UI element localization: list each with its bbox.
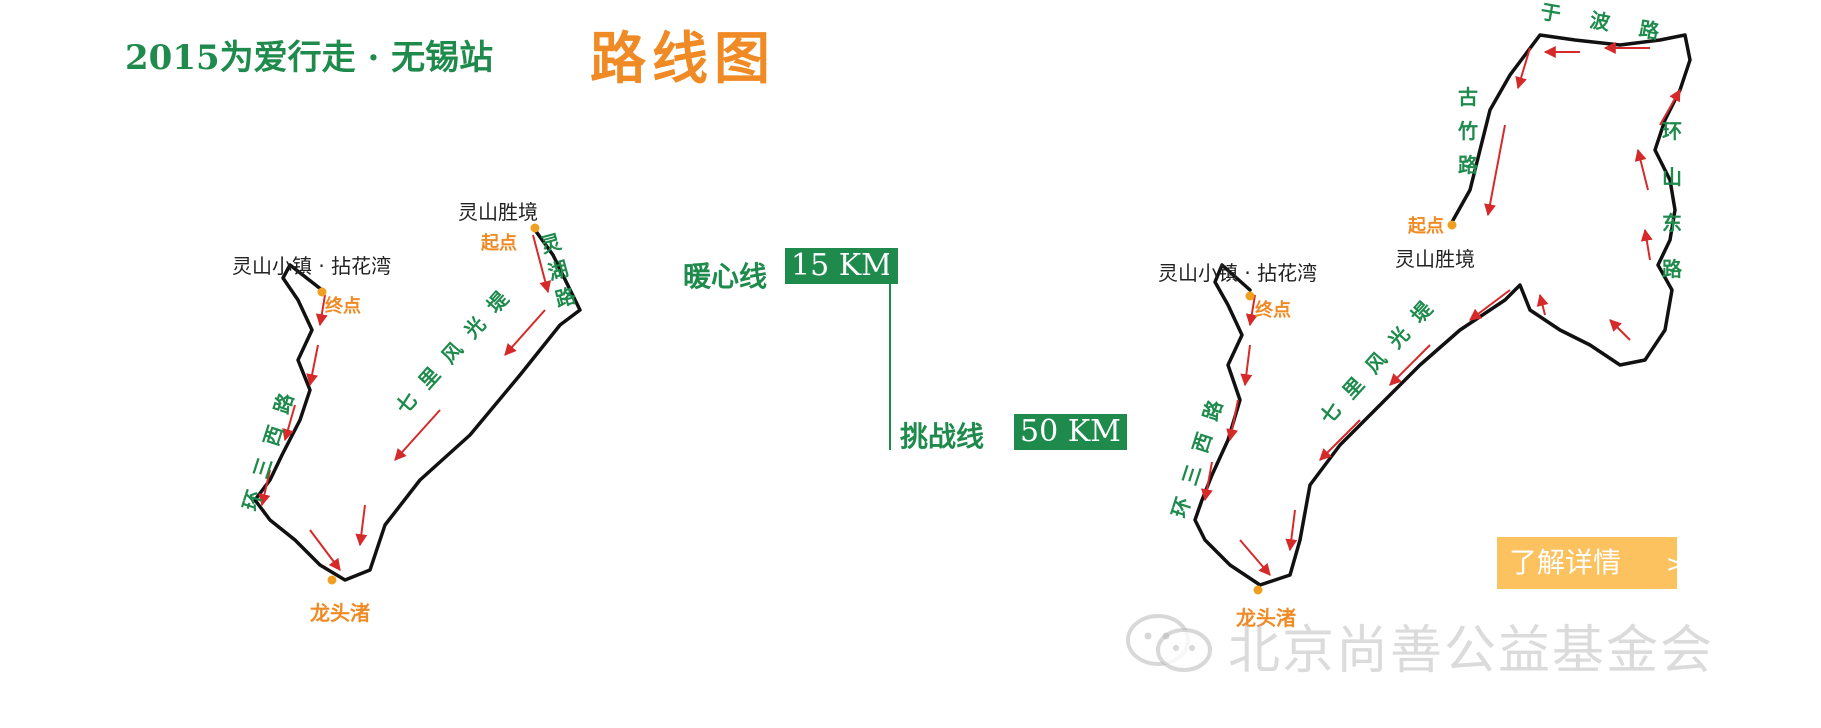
right-start-marker: 起点 [1408, 216, 1444, 237]
left-end-dot [317, 287, 327, 297]
right-start-dot [1447, 220, 1457, 230]
right-road-huanshandong: 环山东路 [1662, 119, 1682, 281]
right-turn-dot [1253, 585, 1263, 595]
left-end-marker: 终点 [325, 296, 361, 317]
left-start-dot [530, 223, 540, 233]
left-route-line [253, 228, 582, 582]
left-turn-dot [327, 575, 337, 585]
right-turn-point: 龙头渚 [1236, 606, 1296, 630]
page-title: 2015为爱行走 · 无锡站 [125, 38, 494, 78]
right-end-dot [1245, 291, 1255, 301]
detail-button-label: 了解详情 [1509, 546, 1622, 579]
route-short-name: 暖心线 [683, 260, 768, 293]
route-short-distance: 15 KM [785, 248, 898, 284]
detail-button[interactable]: 了解详情 > [1497, 537, 1686, 589]
left-direction-arrows [258, 234, 552, 571]
wechat-icon [1126, 614, 1212, 672]
left-turn-point: 龙头渚 [310, 601, 370, 625]
chevron-right-icon: > [1665, 550, 1687, 578]
left-start-marker: 起点 [481, 233, 517, 254]
left-start-place: 灵山胜境 [458, 200, 538, 224]
route-divider [889, 250, 891, 450]
watermark-text: 北京尚善公益基金会 [1228, 621, 1715, 681]
right-direction-arrows [1201, 42, 1681, 576]
right-route-line [1193, 33, 1692, 587]
page-subtitle: 路线图 [590, 26, 776, 92]
right-start-place: 灵山胜境 [1395, 247, 1475, 271]
route-long-name: 挑战线 [900, 420, 985, 453]
right-end-place: 灵山小镇 · 拈花湾 [1158, 261, 1318, 285]
right-road-guzhu: 古竹路 [1458, 85, 1478, 177]
right-end-marker: 终点 [1255, 300, 1291, 321]
left-end-place: 灵山小镇 · 拈花湾 [232, 254, 392, 278]
route-long-distance: 50 KM [1014, 414, 1127, 450]
